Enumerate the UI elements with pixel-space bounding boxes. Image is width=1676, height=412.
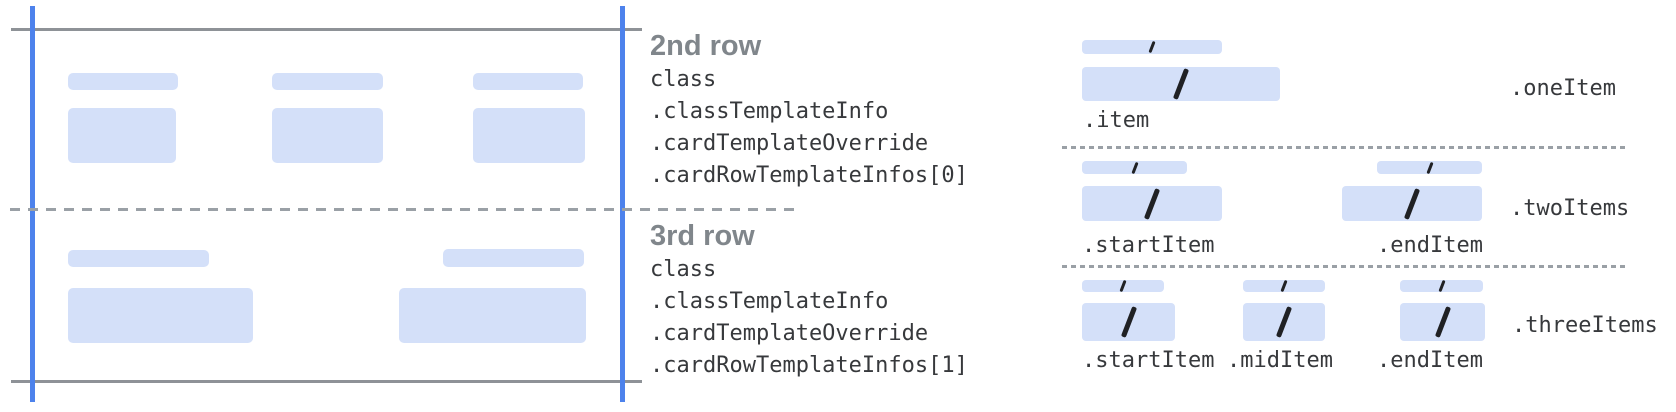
row2-col1-label-placeholder [68,73,178,90]
row2-code-path: class .classTemplateInfo .cardTemplateOv… [650,64,968,192]
slash-icon [1148,40,1156,54]
row3-code-path: class .classTemplateInfo .cardTemplateOv… [650,254,968,382]
row3-heading: 3rd row [650,220,755,252]
card-bottom-edge-line [11,380,642,383]
card-left-guide-line [30,6,35,402]
card-top-edge-line [11,28,642,31]
row3-code-line: class [650,257,717,282]
three-items-end-label-bar [1400,279,1483,293]
one-item-field-label: .item [1083,108,1150,133]
slash-icon [1275,306,1293,338]
row3-col1-label-placeholder [68,250,209,267]
card-row-divider-dashed-line [10,208,800,211]
row3-code-line: .cardRowTemplateInfos[1] [650,353,968,378]
row2-col2-value-placeholder [272,108,383,163]
row2-col3-label-placeholder [473,73,583,90]
slash-icon [1280,279,1288,293]
row2-code-line: .cardRowTemplateInfos[0] [650,163,968,188]
row3-col1-value-placeholder [68,288,253,343]
slash-icon [1403,187,1421,220]
two-items-layout-label: .twoItems [1510,196,1630,221]
one-item-label-bar [1082,40,1222,54]
one-item-layout-label: .oneItem [1510,76,1616,101]
row2-code-line: .classTemplateInfo [650,99,889,124]
right-divider-dotted-line [1062,146,1628,149]
row2-heading: 2nd row [650,30,762,62]
slash-icon [1425,161,1434,174]
row2-col3-value-placeholder [473,108,585,163]
row2-code-line: class [650,67,717,92]
three-items-end-value-bar [1400,303,1485,341]
slash-icon [1130,161,1139,174]
three-items-start-field-label: .startItem [1082,348,1215,373]
row2-col1-value-placeholder [68,108,176,163]
slash-icon [1119,279,1127,293]
three-items-mid-value-bar [1243,303,1325,341]
three-items-end-field-label: .endItem [1377,348,1483,373]
one-item-value-bar [1082,67,1280,101]
two-items-end-value-bar [1342,186,1482,221]
row3-code-line: .cardTemplateOverride [650,321,929,346]
row3-code-line: .classTemplateInfo [650,289,889,314]
three-items-layout-label: .threeItems [1512,313,1658,338]
slash-icon [1434,306,1451,338]
slash-icon [1143,187,1161,220]
two-items-start-field-label: .startItem [1082,233,1215,258]
three-items-start-label-bar [1082,279,1164,293]
card-right-guide-line [620,6,625,402]
three-items-mid-label-bar [1243,279,1325,293]
three-items-start-value-bar [1082,303,1175,341]
row3-col2-value-placeholder [399,288,586,343]
two-items-start-value-bar [1082,186,1222,221]
row3-col2-label-placeholder [443,249,584,267]
right-divider-dotted-line [1062,265,1628,268]
slash-icon [1172,68,1190,100]
slash-icon [1120,306,1137,338]
two-items-end-field-label: .endItem [1377,233,1483,258]
two-items-end-label-bar [1377,161,1482,174]
row2-col2-label-placeholder [272,73,383,90]
two-items-start-label-bar [1082,161,1187,174]
slash-icon [1437,279,1446,293]
row2-code-line: .cardTemplateOverride [650,131,929,156]
three-items-mid-field-label: .midItem [1227,348,1333,373]
